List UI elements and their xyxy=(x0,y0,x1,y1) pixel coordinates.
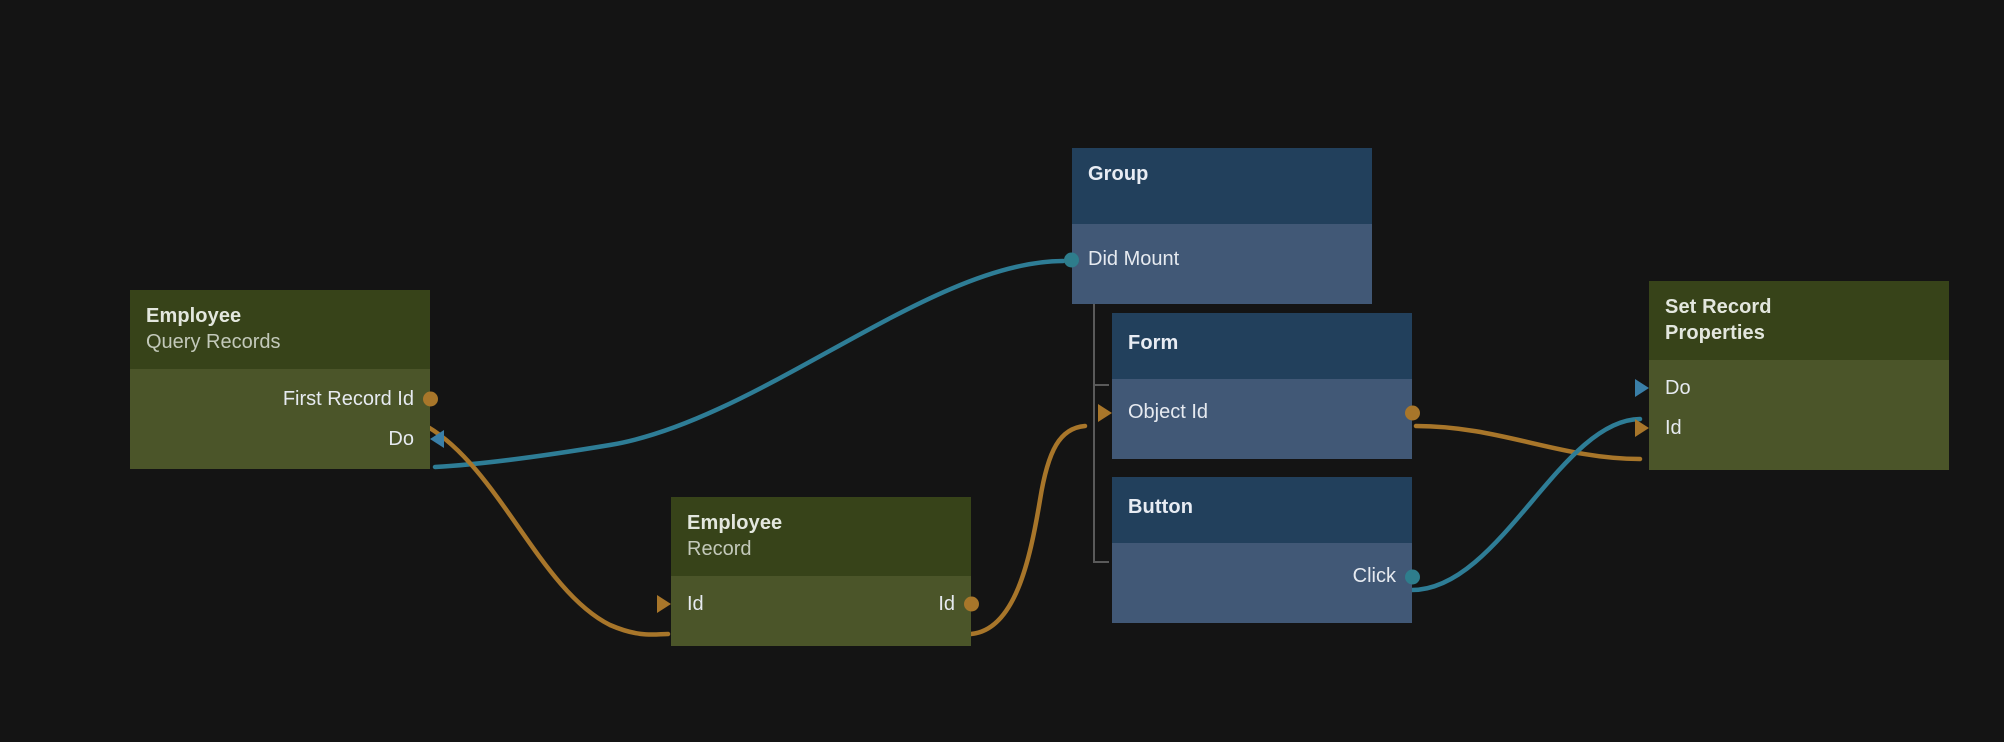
port-label: Object Id xyxy=(1128,401,1209,424)
node-body: First Record Id Do xyxy=(130,369,444,470)
port-label: Do xyxy=(1665,376,1691,399)
node-header: Button xyxy=(1112,477,1412,543)
node-title: Employee xyxy=(146,305,242,327)
port-dot-icon[interactable] xyxy=(964,596,979,612)
node-header: Set Record Properties xyxy=(1649,281,1949,361)
node-header: Employee Record xyxy=(671,497,971,577)
node-set-record-properties[interactable]: Set Record Properties Do Id xyxy=(1635,281,1949,471)
port-label: Id xyxy=(1665,416,1682,439)
port-record-id[interactable]: Id Id xyxy=(657,584,979,624)
port-arrow-icon[interactable] xyxy=(430,430,444,449)
tree-connector-stub-button xyxy=(1093,561,1109,563)
node-header: Employee Query Records xyxy=(130,290,430,370)
node-employee-query-records[interactable]: Employee Query Records First Record Id D… xyxy=(130,290,444,470)
port-dot-icon[interactable] xyxy=(1405,405,1420,421)
node-title: Group xyxy=(1088,163,1149,185)
port-dot-icon[interactable] xyxy=(1405,569,1420,585)
node-body: Did Mount xyxy=(1064,223,1372,304)
tree-connector-vertical xyxy=(1093,296,1095,563)
edge-objectid-to-srp-id xyxy=(1413,423,1643,462)
port-label: First Record Id xyxy=(282,387,414,410)
port-first-record-id[interactable]: First Record Id xyxy=(130,379,438,419)
port-object-id[interactable]: Object Id xyxy=(1098,393,1420,433)
node-body: Id Id xyxy=(657,576,979,647)
port-label: Did Mount xyxy=(1088,248,1180,271)
node-title: Employee xyxy=(687,512,783,534)
node-body: Object Id xyxy=(1098,378,1420,459)
port-arrow-icon[interactable] xyxy=(657,595,671,614)
edge-didmount-to-do xyxy=(432,258,1066,470)
edge-click-to-srp-do xyxy=(1409,416,1643,593)
node-subtitle: Record xyxy=(687,537,752,560)
port-label-out: Id xyxy=(938,592,955,615)
node-employee-record[interactable]: Employee Record Id Id xyxy=(657,497,979,647)
edge-firstrecordid-to-recordid xyxy=(425,424,671,637)
port-arrow-icon[interactable] xyxy=(1635,379,1649,398)
port-do-query[interactable]: Do xyxy=(130,419,444,459)
port-dot-icon[interactable] xyxy=(423,391,438,407)
port-did-mount[interactable]: Did Mount xyxy=(1064,240,1372,280)
port-dot-icon[interactable] xyxy=(1064,252,1079,268)
node-title: Form xyxy=(1128,332,1179,354)
port-arrow-icon[interactable] xyxy=(1635,419,1649,438)
node-body: Do Id xyxy=(1635,360,1949,471)
port-arrow-icon[interactable] xyxy=(1098,403,1112,422)
node-header: Form xyxy=(1112,313,1412,379)
port-label: Click xyxy=(1352,565,1396,588)
port-click[interactable]: Click xyxy=(1112,557,1420,597)
node-button[interactable]: Button Click xyxy=(1112,477,1420,623)
port-label-in: Id xyxy=(687,592,704,615)
node-header: Group xyxy=(1072,148,1372,224)
node-body: Click xyxy=(1112,542,1420,623)
tree-connector-stub-form xyxy=(1093,384,1109,386)
node-title-line2: Properties xyxy=(1665,321,1765,344)
port-label: Do xyxy=(388,427,414,450)
edge-recordid-to-objectid xyxy=(968,423,1088,637)
node-subtitle: Query Records xyxy=(146,330,281,353)
node-title-line1: Set Record xyxy=(1665,296,1772,318)
node-title: Button xyxy=(1128,496,1194,518)
node-form[interactable]: Form Object Id xyxy=(1098,313,1420,459)
node-group[interactable]: Group Did Mount xyxy=(1064,148,1372,304)
port-srp-do[interactable]: Do xyxy=(1635,368,1949,408)
port-srp-id[interactable]: Id xyxy=(1635,408,1949,448)
